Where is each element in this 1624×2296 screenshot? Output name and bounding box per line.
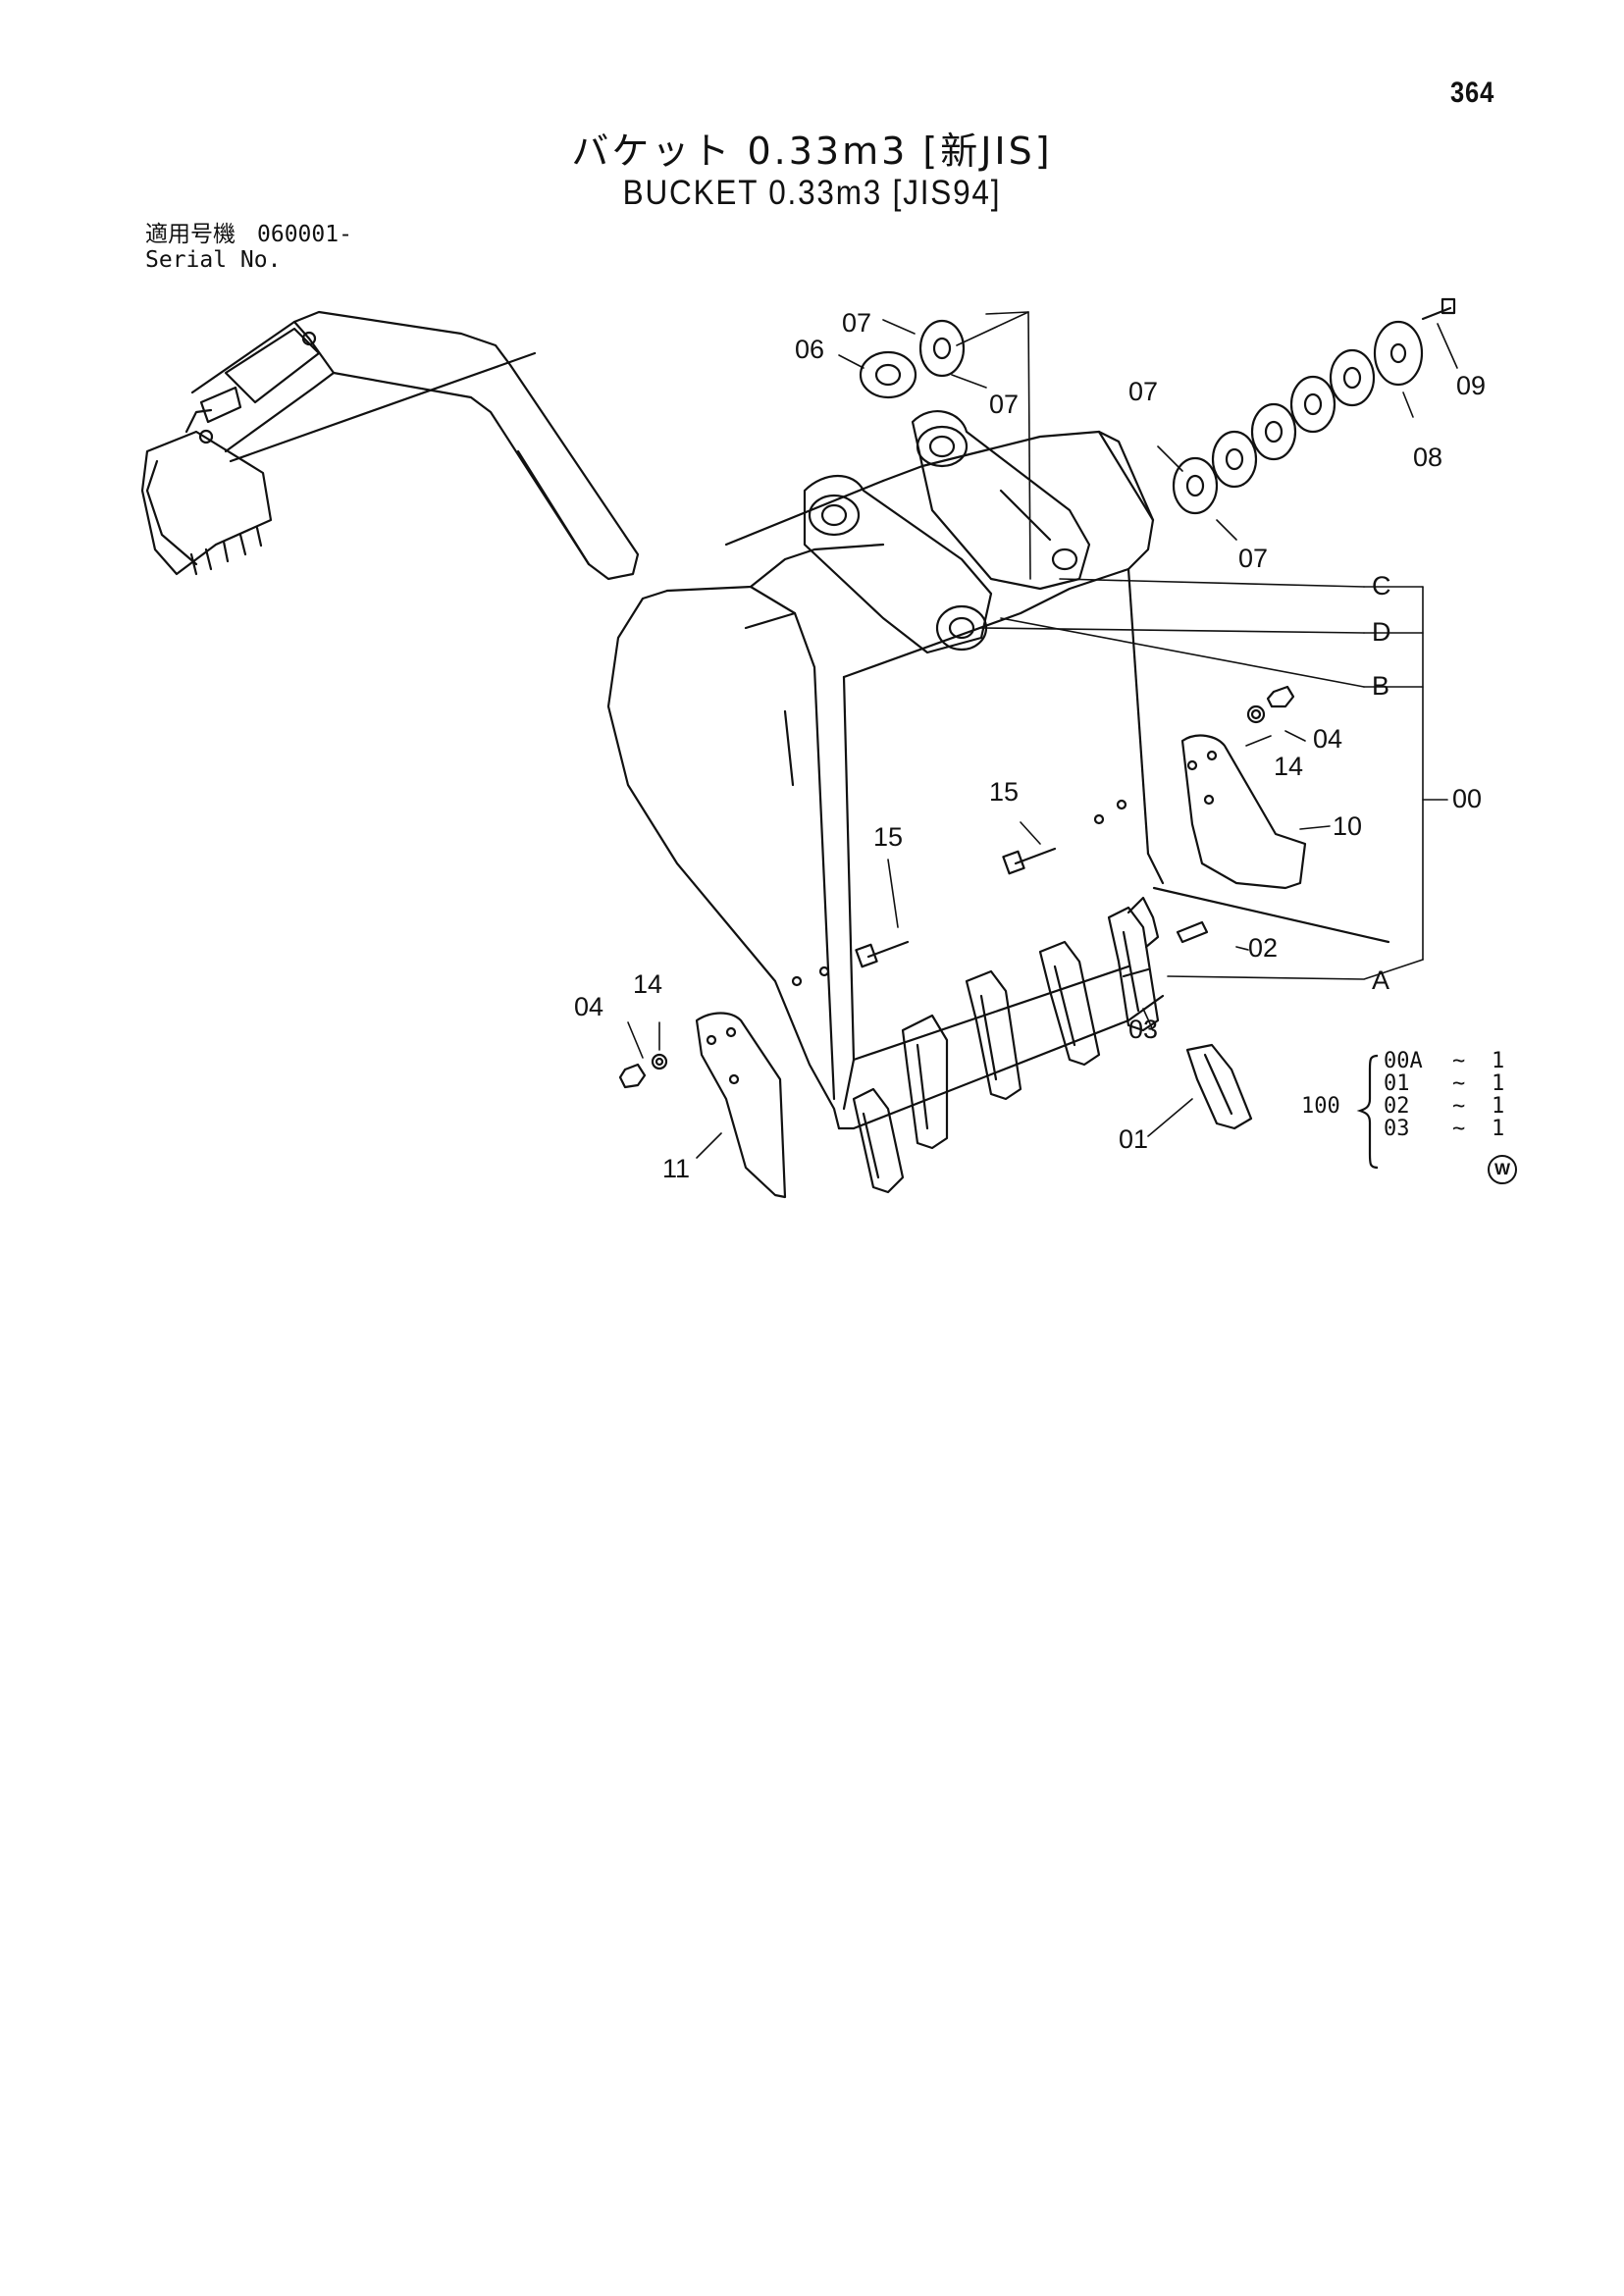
page-title-english: BUCKET 0.33m3 [JIS94] [622,174,1002,212]
serial-label-english: Serial No. [145,247,282,273]
kit-qty: 1 [1492,1094,1505,1119]
kit-sep: ~ [1452,1049,1466,1073]
callout-00: 00 [1452,784,1482,813]
callout-07: 07 [989,390,1019,419]
callout-07: 07 [1128,377,1158,406]
bucket-boss-plates [803,410,1091,654]
side-cutter-10 [1180,734,1307,890]
callout-06: 06 [795,335,824,364]
page-title-japanese: バケット 0.33m3 [新JIS] [571,130,1053,173]
kit-row: 01 ~ 1 [1384,1072,1504,1095]
kit-row: 02 ~ 1 [1384,1095,1504,1118]
callout-08: 08 [1413,443,1442,472]
callout-15: 15 [873,822,903,852]
callout-01: 01 [1119,1124,1148,1154]
callout-b: B [1372,671,1389,701]
kit-sep: ~ [1452,1071,1466,1096]
callout-04: 04 [574,992,603,1021]
serial-label-japanese: 適用号機 [145,222,236,247]
bucket-teeth [852,896,1253,1194]
kit-qty: 1 [1492,1049,1505,1073]
callout-14: 14 [633,969,662,999]
leader-lines [627,311,1458,1159]
kit-brace [1356,1054,1379,1170]
circled-w-icon: W [1488,1155,1517,1184]
callout-04: 04 [1313,724,1342,754]
excavator-arm-icon [140,310,640,581]
callout-c: C [1372,571,1391,600]
callout-07: 07 [842,308,871,338]
kit-sep: ~ [1452,1117,1466,1141]
callout-03: 03 [1128,1015,1158,1044]
side-cutter-11 [695,1012,787,1199]
fastener-hardware [618,297,1456,1089]
callout-labels: 07 06 07 07 07 08 09 C D B 04 14 00 10 1… [574,308,1486,1183]
callout-10: 10 [1333,811,1362,841]
page-number: 364 [1450,77,1495,109]
kit-row: 03 ~ 1 [1384,1118,1504,1140]
kit-qty: 1 [1492,1071,1505,1096]
callout-15: 15 [989,777,1019,807]
serial-value: 060001- [257,222,352,247]
shims-and-plates [859,319,1424,515]
callout-11: 11 [662,1154,690,1183]
kit-label: 100 [1301,1094,1340,1119]
kit-row: 00A ~ 1 [1384,1050,1504,1072]
serial-number-block: 適用号機 060001- Serial No. [145,222,352,273]
callout-a: A [1372,965,1389,995]
kit-code: 02 [1384,1094,1410,1119]
callout-09: 09 [1456,371,1486,400]
kit-code: 03 [1384,1117,1410,1141]
kit-code: 00A [1384,1049,1423,1073]
callout-07: 07 [1238,544,1268,573]
kit-sep: ~ [1452,1094,1466,1119]
callout-02: 02 [1248,933,1278,963]
kit-code: 01 [1384,1071,1410,1096]
kit-qty: 1 [1492,1117,1505,1141]
callout-d: D [1372,617,1391,647]
callout-14: 14 [1274,752,1303,781]
